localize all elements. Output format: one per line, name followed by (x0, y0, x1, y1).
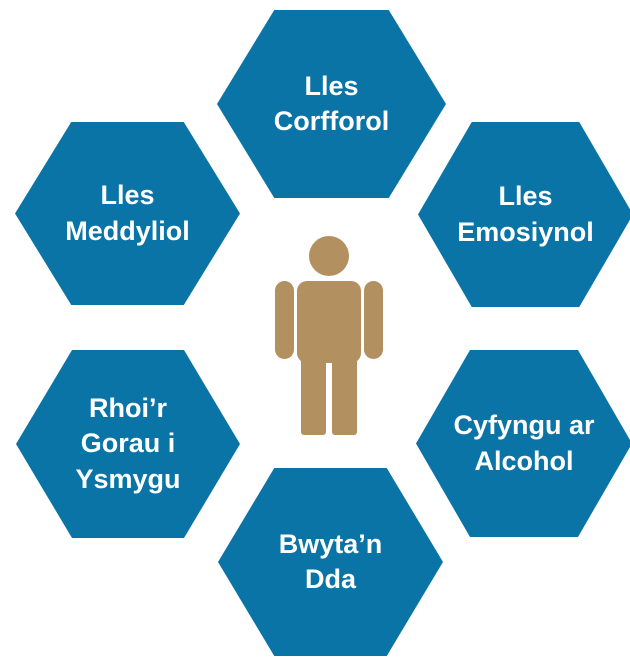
hexagon-label: Lles Meddyliol (65, 180, 190, 246)
hexagon-label: Cyfyngu ar Alcohol (453, 410, 595, 476)
person-head (309, 236, 349, 276)
person-torso (297, 281, 361, 363)
hexagon-label: Lles Emosiynol (457, 181, 594, 247)
hexagon-label: Bwyta’n Dda (278, 528, 383, 594)
hexagon-label: Lles Corfforol (273, 70, 390, 136)
hexagon-mental-wellbeing: Lles Meddyliol (15, 122, 240, 305)
person-right-leg (332, 347, 357, 435)
person-icon (275, 236, 383, 435)
hexagon-quit-smoking: Rhoi’r Gorau i Ysmygu (16, 350, 240, 538)
hexagon-label: Rhoi’r Gorau i Ysmygu (75, 393, 181, 494)
person-left-arm (275, 281, 294, 359)
hexagon-limit-alcohol: Cyfyngu ar Alcohol (416, 350, 630, 537)
person-right-arm (364, 281, 383, 359)
person-left-leg (301, 347, 326, 435)
hexagon-emotional-wellbeing: Lles Emosiynol (418, 122, 630, 307)
hexagon-eat-well: Bwyta’n Dda (218, 468, 443, 656)
hexagon-physical-wellbeing: Lles Corfforol (217, 10, 446, 198)
